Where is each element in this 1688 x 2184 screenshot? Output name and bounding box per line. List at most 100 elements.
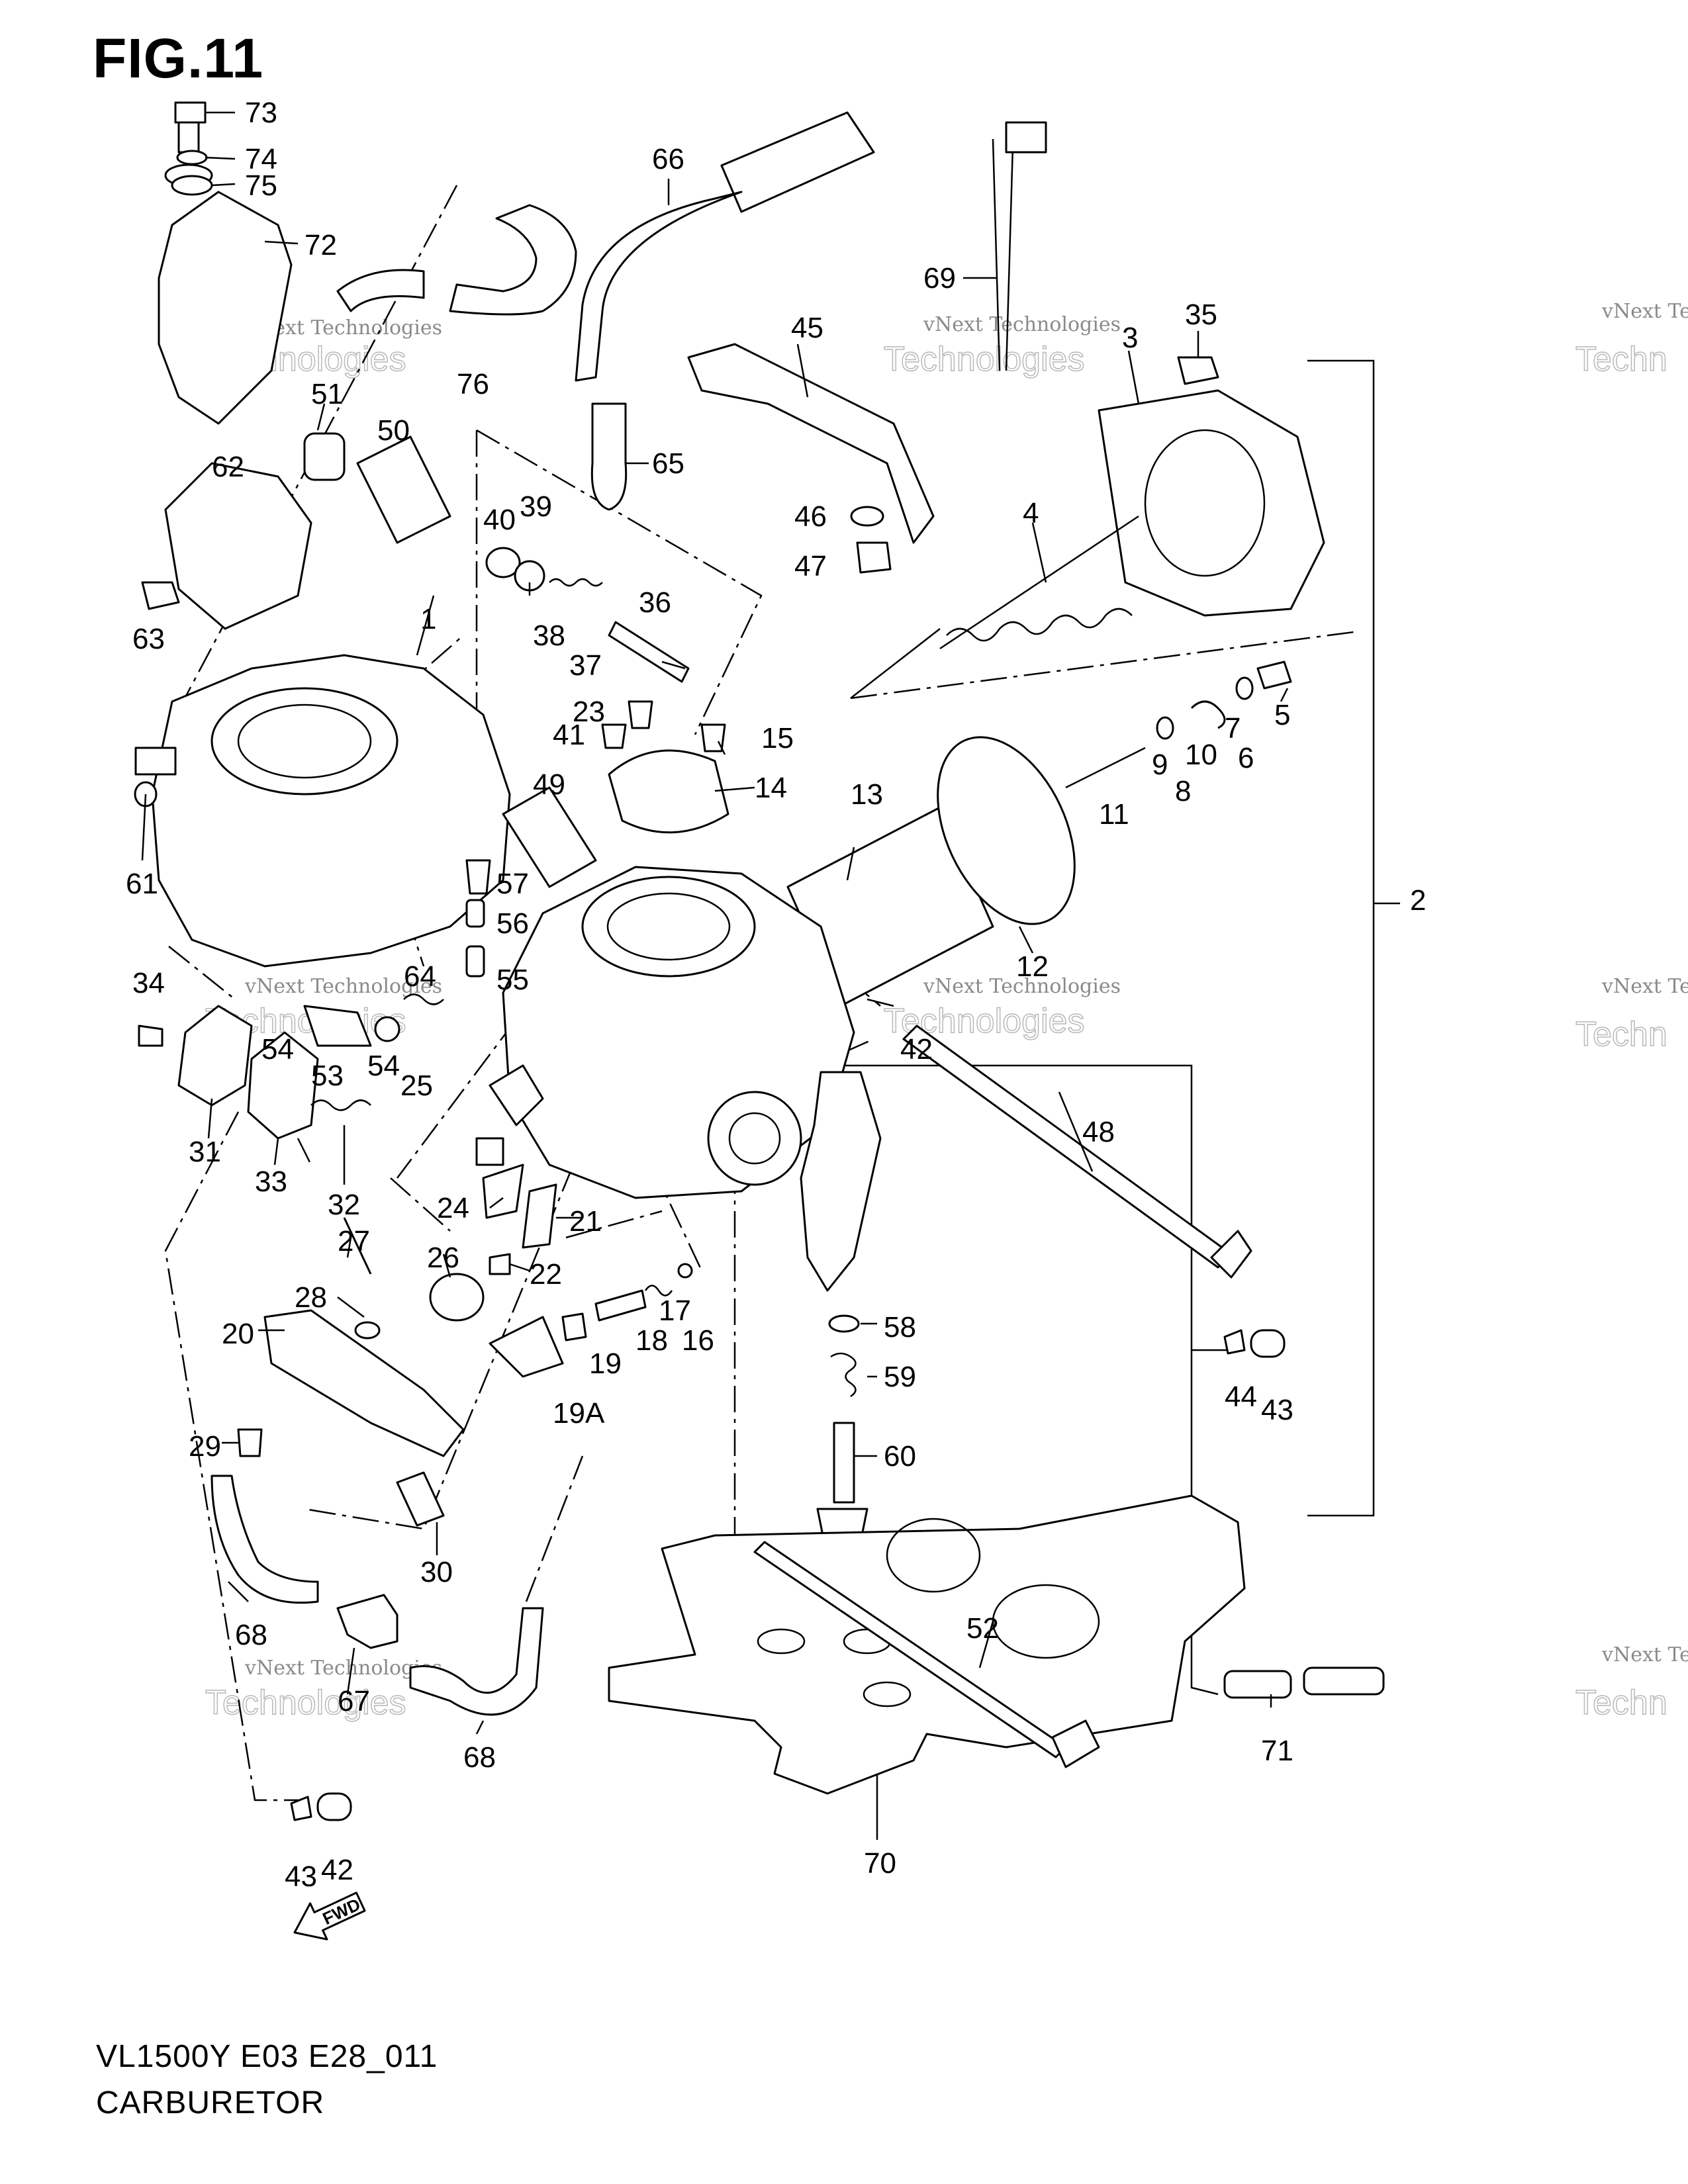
forward-direction-arrow: FWD <box>293 1891 366 1940</box>
callout-63: 63 <box>132 623 165 655</box>
callout-55: 55 <box>496 964 529 996</box>
callout-36: 36 <box>639 586 671 619</box>
callout-10: 10 <box>1185 739 1217 771</box>
callout-47: 47 <box>794 550 827 582</box>
watermark-text: vNext Technologies <box>1601 975 1688 998</box>
parts-artwork <box>134 101 1385 1821</box>
footer-model-code: VL1500Y E03 E28_011 <box>96 2039 438 2074</box>
callout-30: 30 <box>420 1556 453 1588</box>
callout-26: 26 <box>427 1242 459 1274</box>
callout-6: 6 <box>1238 742 1254 774</box>
callout-73: 73 <box>245 97 277 129</box>
callout-34: 34 <box>132 967 165 999</box>
callout-46: 46 <box>794 500 827 533</box>
callout-3: 3 <box>1122 322 1138 354</box>
callout-2: 2 <box>1410 884 1426 917</box>
callout-51: 51 <box>311 378 344 410</box>
callout-24: 24 <box>437 1192 469 1224</box>
watermark-text: Technologies <box>205 1684 406 1722</box>
callout-16: 16 <box>682 1324 714 1357</box>
callout-72: 72 <box>305 229 337 261</box>
callout-31: 31 <box>189 1136 221 1168</box>
callout-74: 74 <box>245 143 277 175</box>
callout-labels: 1 2 3 4 5 6 7 8 9 10 11 12 13 14 15 16 1… <box>126 97 1426 1893</box>
callout-23: 23 <box>573 696 605 728</box>
callout-44b: 43 <box>285 1860 317 1893</box>
watermark-text: vNext Technologies <box>244 1657 442 1680</box>
callout-44: 44 <box>1225 1381 1257 1413</box>
callout-4: 4 <box>1023 497 1039 529</box>
callout-42: 42 <box>900 1033 933 1066</box>
callout-43: 43 <box>1261 1394 1293 1426</box>
watermark-text: vNext Technologies <box>1601 1643 1688 1666</box>
callout-49: 49 <box>533 768 565 801</box>
callout-76: 76 <box>457 368 489 400</box>
callout-41: 41 <box>553 719 585 751</box>
callout-59: 59 <box>884 1361 916 1393</box>
callout-33: 33 <box>255 1165 287 1198</box>
callout-62: 62 <box>212 451 244 483</box>
callout-61: 61 <box>126 868 158 900</box>
callout-75: 75 <box>245 169 277 202</box>
callout-1: 1 <box>420 603 436 635</box>
callout-57: 57 <box>496 868 529 900</box>
leader-lines <box>141 111 1289 1840</box>
callout-45: 45 <box>791 312 823 344</box>
callout-17: 17 <box>659 1295 691 1327</box>
callout-54: 54 <box>261 1033 294 1066</box>
callout-40: 40 <box>483 504 516 536</box>
callout-21: 21 <box>569 1205 602 1238</box>
callout-50: 50 <box>377 414 410 447</box>
callout-5: 5 <box>1274 699 1290 731</box>
callout-54b: 54 <box>367 1050 400 1082</box>
callout-15: 15 <box>761 722 794 754</box>
callout-28: 28 <box>295 1281 327 1314</box>
callout-18: 18 <box>635 1324 668 1357</box>
callout-20: 20 <box>222 1318 254 1350</box>
watermark-text: vNext Technologies <box>923 975 1121 998</box>
callout-7: 7 <box>1225 712 1241 745</box>
callout-9: 9 <box>1152 749 1168 781</box>
callout-32: 32 <box>328 1189 360 1221</box>
callout-22: 22 <box>530 1258 562 1291</box>
watermark-text: vNext Technologies <box>1601 300 1688 323</box>
figure-title: FIG.11 <box>93 27 264 89</box>
watermark-text: Techn <box>1575 1684 1667 1722</box>
callout-14: 14 <box>755 772 787 804</box>
watermark-text: vNext Technologies <box>923 313 1121 336</box>
callout-67: 67 <box>338 1685 370 1717</box>
callout-58: 58 <box>884 1311 916 1343</box>
callout-43b: 42 <box>321 1854 353 1886</box>
callout-19A: 19A <box>553 1397 605 1430</box>
callout-68: 68 <box>235 1619 267 1651</box>
callout-13: 13 <box>851 778 883 811</box>
callout-60: 60 <box>884 1440 916 1473</box>
callout-65: 65 <box>652 447 684 480</box>
callout-69: 69 <box>923 262 956 295</box>
callout-27: 27 <box>338 1225 370 1257</box>
callout-12: 12 <box>1016 950 1049 983</box>
callout-29: 29 <box>189 1430 221 1463</box>
callout-25: 25 <box>400 1069 433 1102</box>
watermark-text: Techn <box>1575 340 1667 379</box>
callout-53: 53 <box>311 1060 344 1092</box>
callout-66: 66 <box>652 143 684 175</box>
callout-39: 39 <box>520 490 552 523</box>
callout-68b: 68 <box>463 1741 496 1774</box>
callout-48: 48 <box>1082 1116 1115 1148</box>
callout-11: 11 <box>1099 798 1129 831</box>
callout-56: 56 <box>496 907 529 940</box>
callout-35: 35 <box>1185 298 1217 331</box>
watermark-text: Technologies <box>884 340 1085 379</box>
callout-38: 38 <box>533 619 565 652</box>
callout-71: 71 <box>1261 1735 1293 1767</box>
watermark-text: Techn <box>1575 1015 1667 1054</box>
watermark-text: vNext Technologies <box>244 975 442 998</box>
footer-assembly-name: CARBURETOR <box>96 2085 325 2120</box>
callout-52: 52 <box>966 1612 999 1645</box>
callout-64: 64 <box>404 960 436 993</box>
callout-19: 19 <box>589 1347 622 1380</box>
callout-37: 37 <box>569 649 602 682</box>
